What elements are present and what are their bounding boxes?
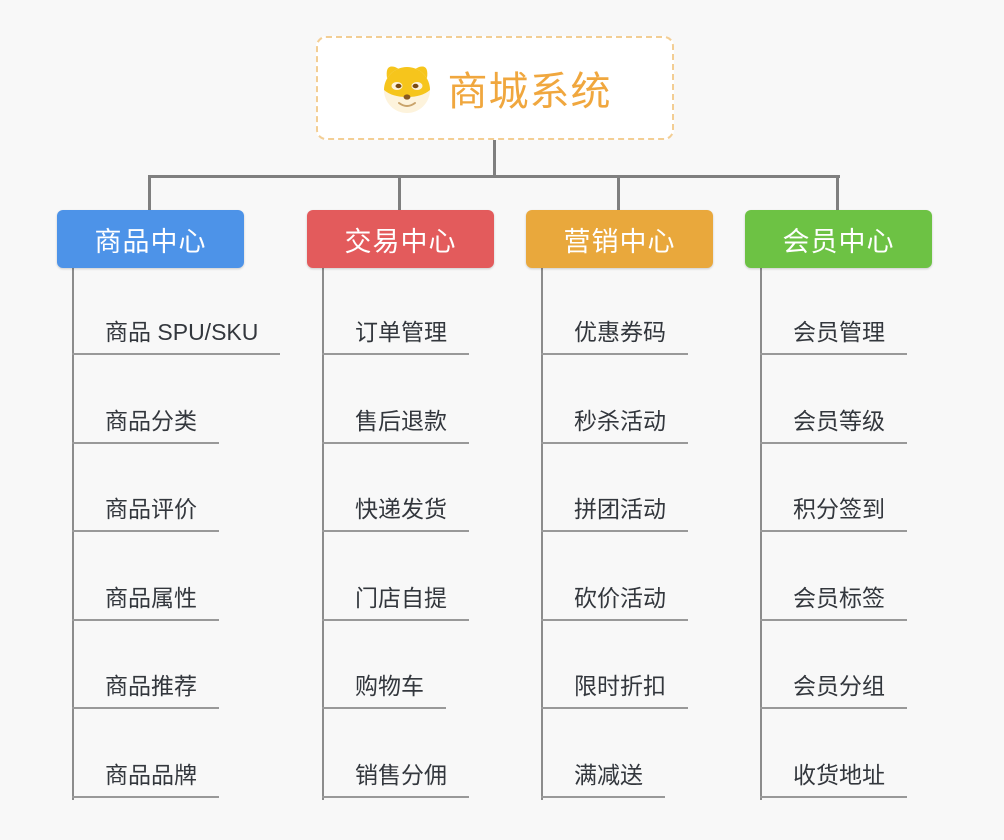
child-trunk-line (760, 268, 762, 800)
leaf-item[interactable]: 优惠券码 (541, 318, 688, 355)
child-trunk-line (72, 268, 74, 800)
leaf-item[interactable]: 销售分佣 (322, 761, 469, 798)
leaf-item[interactable]: 售后退款 (322, 407, 469, 444)
leaf-item[interactable]: 满减送 (541, 761, 665, 798)
root-title: 商城系统 (447, 70, 612, 114)
branch-label: 会员中心 (782, 226, 895, 257)
leaf-item[interactable]: 快递发货 (322, 495, 469, 532)
branch-drop-line (617, 178, 620, 211)
leaf-item[interactable]: 限时折扣 (541, 672, 688, 709)
leaf-item[interactable]: 商品分类 (72, 407, 219, 444)
branch-node-marketing-center[interactable]: 营销中心 (526, 210, 713, 268)
branch-node-member-center[interactable]: 会员中心 (745, 210, 932, 268)
branch-drop-line (836, 178, 839, 211)
leaf-item[interactable]: 商品品牌 (72, 761, 219, 798)
leaf-item[interactable]: 砍价活动 (541, 584, 688, 621)
leaf-item[interactable]: 秒杀活动 (541, 407, 688, 444)
branch-label: 商品中心 (94, 226, 207, 257)
branch-node-product-center[interactable]: 商品中心 (57, 210, 244, 268)
root-node-mall-system[interactable]: 商城系统 (316, 36, 674, 140)
leaf-item[interactable]: 会员标签 (760, 584, 907, 621)
child-trunk-line (541, 268, 543, 800)
child-trunk-line (322, 268, 324, 800)
leaf-item[interactable]: 会员管理 (760, 318, 907, 355)
branch-label: 营销中心 (563, 226, 676, 257)
leaf-item[interactable]: 拼团活动 (541, 495, 688, 532)
leaf-item[interactable]: 积分签到 (760, 495, 907, 532)
leaf-item[interactable]: 订单管理 (322, 318, 469, 355)
branch-label: 交易中心 (344, 226, 457, 257)
leaf-item[interactable]: 收货地址 (760, 761, 907, 798)
leaf-item[interactable]: 会员分组 (760, 672, 907, 709)
leaf-item[interactable]: 商品推荐 (72, 672, 219, 709)
shiba-dog-face-icon (379, 62, 435, 114)
branch-node-trade-center[interactable]: 交易中心 (307, 210, 494, 268)
leaf-item[interactable]: 商品属性 (72, 584, 219, 621)
branch-drop-line (148, 178, 151, 211)
leaf-item[interactable]: 购物车 (322, 672, 446, 709)
root-stem-line (493, 140, 496, 176)
leaf-item[interactable]: 商品 SPU/SKU (72, 318, 281, 355)
branch-drop-line (398, 178, 401, 211)
branch-bus-line (148, 175, 840, 178)
leaf-item[interactable]: 商品评价 (72, 495, 219, 532)
leaf-item[interactable]: 会员等级 (760, 407, 907, 444)
leaf-item[interactable]: 门店自提 (322, 584, 469, 621)
